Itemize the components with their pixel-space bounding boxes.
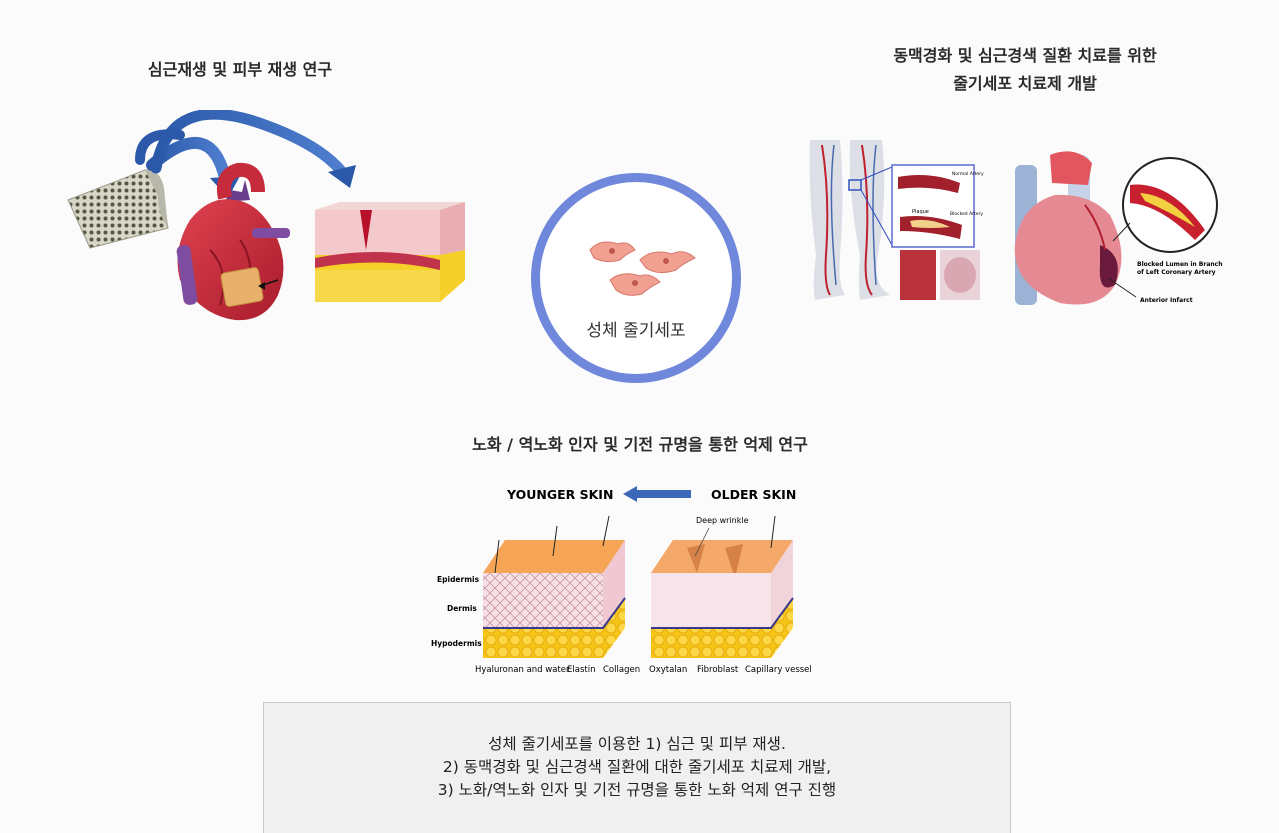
collagen-label: Collagen [603,665,640,675]
capillary-vessel-label: Capillary vessel [745,665,812,675]
younger-skin-label: YOUNGER SKIN [506,487,613,502]
scaffold-patch [67,169,169,249]
heart-illustration [176,162,290,321]
artery-illustration: Normal Artery Plaque Blocked Artery Bloc… [809,140,1222,305]
blocked-artery-label: Blocked Artery [950,211,983,217]
regeneration-illustration [67,110,465,321]
tissue-photo-1 [900,250,936,300]
skin-block-wound [315,202,465,302]
therapy-title: 동맥경화 및 심근경색 질환 치료를 위한 줄기세포 치료제 개발 [820,42,1230,98]
anterior-infarct-label: Anterior Infarct [1140,297,1193,304]
deep-wrinkle-label: Deep wrinkle [696,516,749,525]
plaque-label: Plaque [912,209,929,215]
normal-artery-label: Normal Artery [952,171,984,177]
summary-box: 성체 줄기세포를 이용한 1) 심근 및 피부 재생. 2) 동맥경화 및 심근… [263,702,1011,833]
hypodermis-label: Hypodermis [431,639,482,648]
aging-title: 노화 / 역노화 인자 및 기전 규명을 통한 억제 연구 [472,435,808,454]
skin-aging-figure: YOUNGER SKIN OLDER SKIN Deep wrinkle Epi… [431,486,812,675]
summary-line-3: 3) 노화/역노화 인자 및 기전 규명을 통한 노화 억제 연구 진행 [437,781,837,799]
dermis-label: Dermis [447,604,477,613]
stem-cell-icon [589,241,696,296]
epidermis-label: Epidermis [437,575,480,584]
blocked-lumen-label-line2: of Left Coronary Artery [1137,269,1216,276]
hyaluronan-label: Hyaluronan and water [475,665,570,675]
arrow-to-skin-head [328,165,356,188]
infarct-heart-illustration [1014,151,1218,305]
therapy-title-line1: 동맥경화 및 심근경색 질환 치료를 위한 [893,46,1157,65]
summary-line-2: 2) 동맥경화 및 심근경색 질환에 대한 줄기세포 치료제 개발, [442,758,832,776]
older-skin-block [651,515,794,658]
summary-line-1: 성체 줄기세포를 이용한 1) 심근 및 피부 재생. [488,735,786,753]
fibroblast-label: Fibroblast [697,665,739,675]
elastin-label: Elastin [567,665,595,675]
regeneration-title: 심근재생 및 피부 재생 연구 [147,60,333,79]
artery-inset: Normal Artery Plaque Blocked Artery [891,164,984,248]
oxytalan-label: Oxytalan [649,665,687,675]
stem-cell-circle: 성체 줄기세포 [531,173,741,383]
older-skin-label: OLDER SKIN [711,487,796,502]
younger-older-arrow [623,486,691,502]
stem-cell-label: 성체 줄기세포 [586,321,686,341]
leg-artery-illustration [809,140,893,300]
blocked-lumen-label-line1: Blocked Lumen in Branch [1137,261,1222,268]
younger-skin-block [483,515,626,658]
therapy-title-line2: 줄기세포 치료제 개발 [953,74,1097,93]
